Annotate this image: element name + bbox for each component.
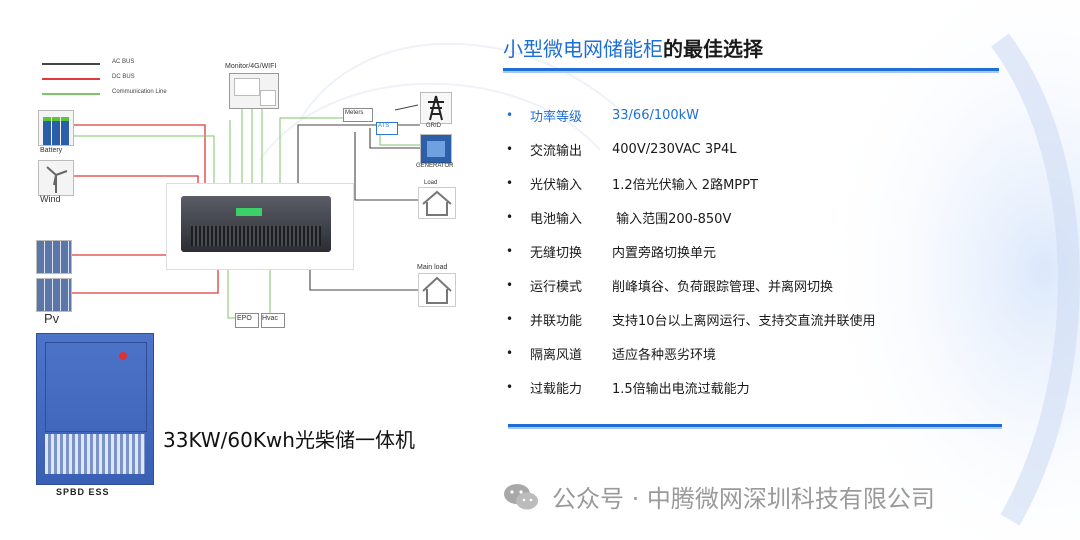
feature-row: • 光伏输入 1.2倍光伏输入 2路MPPT: [506, 172, 758, 194]
battery-label: Battery: [40, 147, 63, 154]
legend-dc-line: [42, 78, 100, 80]
feature-row: • 隔离风道 适应各种恶劣环境: [506, 342, 716, 364]
bullet-icon: •: [506, 210, 514, 224]
bottom-divider-shadow: [508, 427, 1002, 429]
feature-row: • 功率等级 33/66/100kW: [506, 104, 699, 126]
title-part1: 小型微电网储能柜: [503, 37, 663, 61]
wechat-icon: [504, 483, 538, 509]
monitor-label: Monitor/4G/WIFI: [225, 63, 277, 70]
generator-icon: [420, 134, 452, 164]
hvac-box: [261, 313, 285, 328]
main-load-house-icon: [418, 273, 456, 307]
bottom-divider: [508, 424, 1002, 427]
bullet-icon: •: [506, 380, 514, 394]
feature-value: 1.5倍输出电流过载能力: [612, 381, 750, 397]
title-underline-shadow: [503, 71, 999, 73]
main-load-label: Main load: [417, 264, 448, 271]
monitor-icon: [229, 73, 279, 109]
epo-box: [235, 313, 259, 328]
load-label: Load: [424, 180, 438, 186]
load-house-icon: [418, 187, 456, 219]
feature-value: 400V/230VAC 3P4L: [612, 141, 737, 157]
bullet-icon: •: [506, 312, 514, 326]
bullet-icon: •: [506, 176, 514, 190]
grid-tower-icon: [420, 92, 452, 124]
feature-key: 功率等级: [530, 109, 583, 125]
feature-row: • 并联功能 支持10台以上离网运行、支持交直流并联使用: [506, 308, 876, 330]
legend-comm-line: [42, 93, 100, 95]
feature-key: 并联功能: [530, 313, 583, 329]
watermark: 公众号 · 中腾微网深圳科技有限公司: [502, 479, 935, 514]
feature-value: 削峰填谷、负荷跟踪管理、并离网切换: [612, 279, 834, 295]
feature-key: 隔离风道: [530, 347, 583, 363]
pv-panel-2-icon: [36, 278, 72, 312]
bullet-icon: •: [506, 278, 514, 292]
pv-label: Pv: [44, 311, 60, 326]
epo-label: EPO: [237, 315, 252, 322]
product-caption: 33KW/60Kwh光柴储一体机: [163, 428, 415, 452]
feature-value: 适应各种恶劣环境: [612, 347, 717, 363]
legend-dc-label: DC BUS: [112, 74, 135, 80]
battery-icon: [38, 110, 74, 146]
page-title: 小型微电网储能柜的最佳选择: [503, 33, 763, 62]
wind-turbine-icon: [38, 160, 74, 196]
feature-key: 过载能力: [530, 381, 583, 397]
generator-label: GENERATOR: [416, 163, 454, 169]
feature-row: • 运行模式 削峰填谷、负荷跟踪管理、并离网切换: [506, 274, 833, 296]
feature-key: 光伏输入: [530, 177, 583, 193]
meters-label: Meters: [345, 110, 364, 116]
ats-label: ATS: [378, 123, 390, 129]
feature-key: 无缝切换: [530, 245, 583, 261]
legend-ac-line: [42, 63, 100, 65]
feature-row: • 交流输出 400V/230VAC 3P4L: [506, 138, 736, 160]
feature-value: 1.2倍光伏输入 2路MPPT: [612, 177, 758, 193]
feature-row: • 过载能力 1.5倍输出电流过载能力: [506, 376, 750, 398]
watermark-text: 公众号 · 中腾微网深圳科技有限公司: [552, 485, 935, 513]
hvac-label: Hvac: [262, 315, 278, 322]
feature-key: 电池输入: [530, 211, 583, 227]
bullet-icon: •: [506, 244, 514, 258]
grid-label: GRID: [426, 123, 441, 129]
bullet-icon: •: [506, 142, 514, 156]
inverter-unit: [181, 196, 331, 252]
legend-ac-label: AC BUS: [112, 59, 135, 65]
ess-cabinet-image: [36, 333, 154, 485]
ats-box: [376, 122, 398, 135]
feature-value: 内置旁路切换单元: [612, 245, 717, 261]
pv-panel-1-icon: [36, 240, 72, 274]
bullet-icon: •: [506, 346, 514, 360]
legend-comm-label: Communication Line: [112, 89, 167, 95]
feature-key: 运行模式: [530, 279, 583, 295]
feature-value: 输入范围200-850V: [612, 211, 732, 227]
title-underline: [503, 68, 999, 71]
title-part2: 的最佳选择: [663, 37, 763, 61]
feature-row: • 无缝切换 内置旁路切换单元: [506, 240, 716, 262]
feature-row: • 电池输入 输入范围200-850V: [506, 206, 731, 228]
bullet-icon: •: [506, 108, 514, 122]
meters-box: [343, 108, 373, 122]
feature-value: 支持10台以上离网运行、支持交直流并联使用: [612, 313, 876, 329]
feature-key: 交流输出: [530, 143, 583, 159]
wind-label: Wind: [40, 194, 61, 204]
product-brand: SPBD ESS: [56, 487, 110, 497]
feature-value: 33/66/100kW: [612, 107, 700, 123]
